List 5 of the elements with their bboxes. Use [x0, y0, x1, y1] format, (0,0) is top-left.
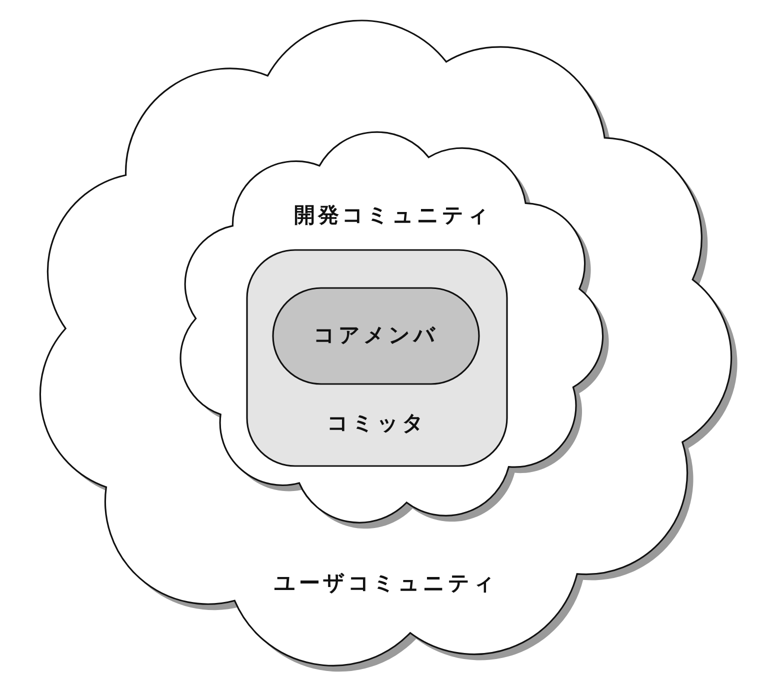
region-label: コミッタ	[326, 410, 428, 437]
region-label: ユーザコミュニティ	[273, 570, 499, 597]
rounded-region	[246, 249, 508, 467]
region-label: 開発コミュニティ	[293, 202, 493, 229]
region-label: コアメンバ	[312, 322, 440, 349]
